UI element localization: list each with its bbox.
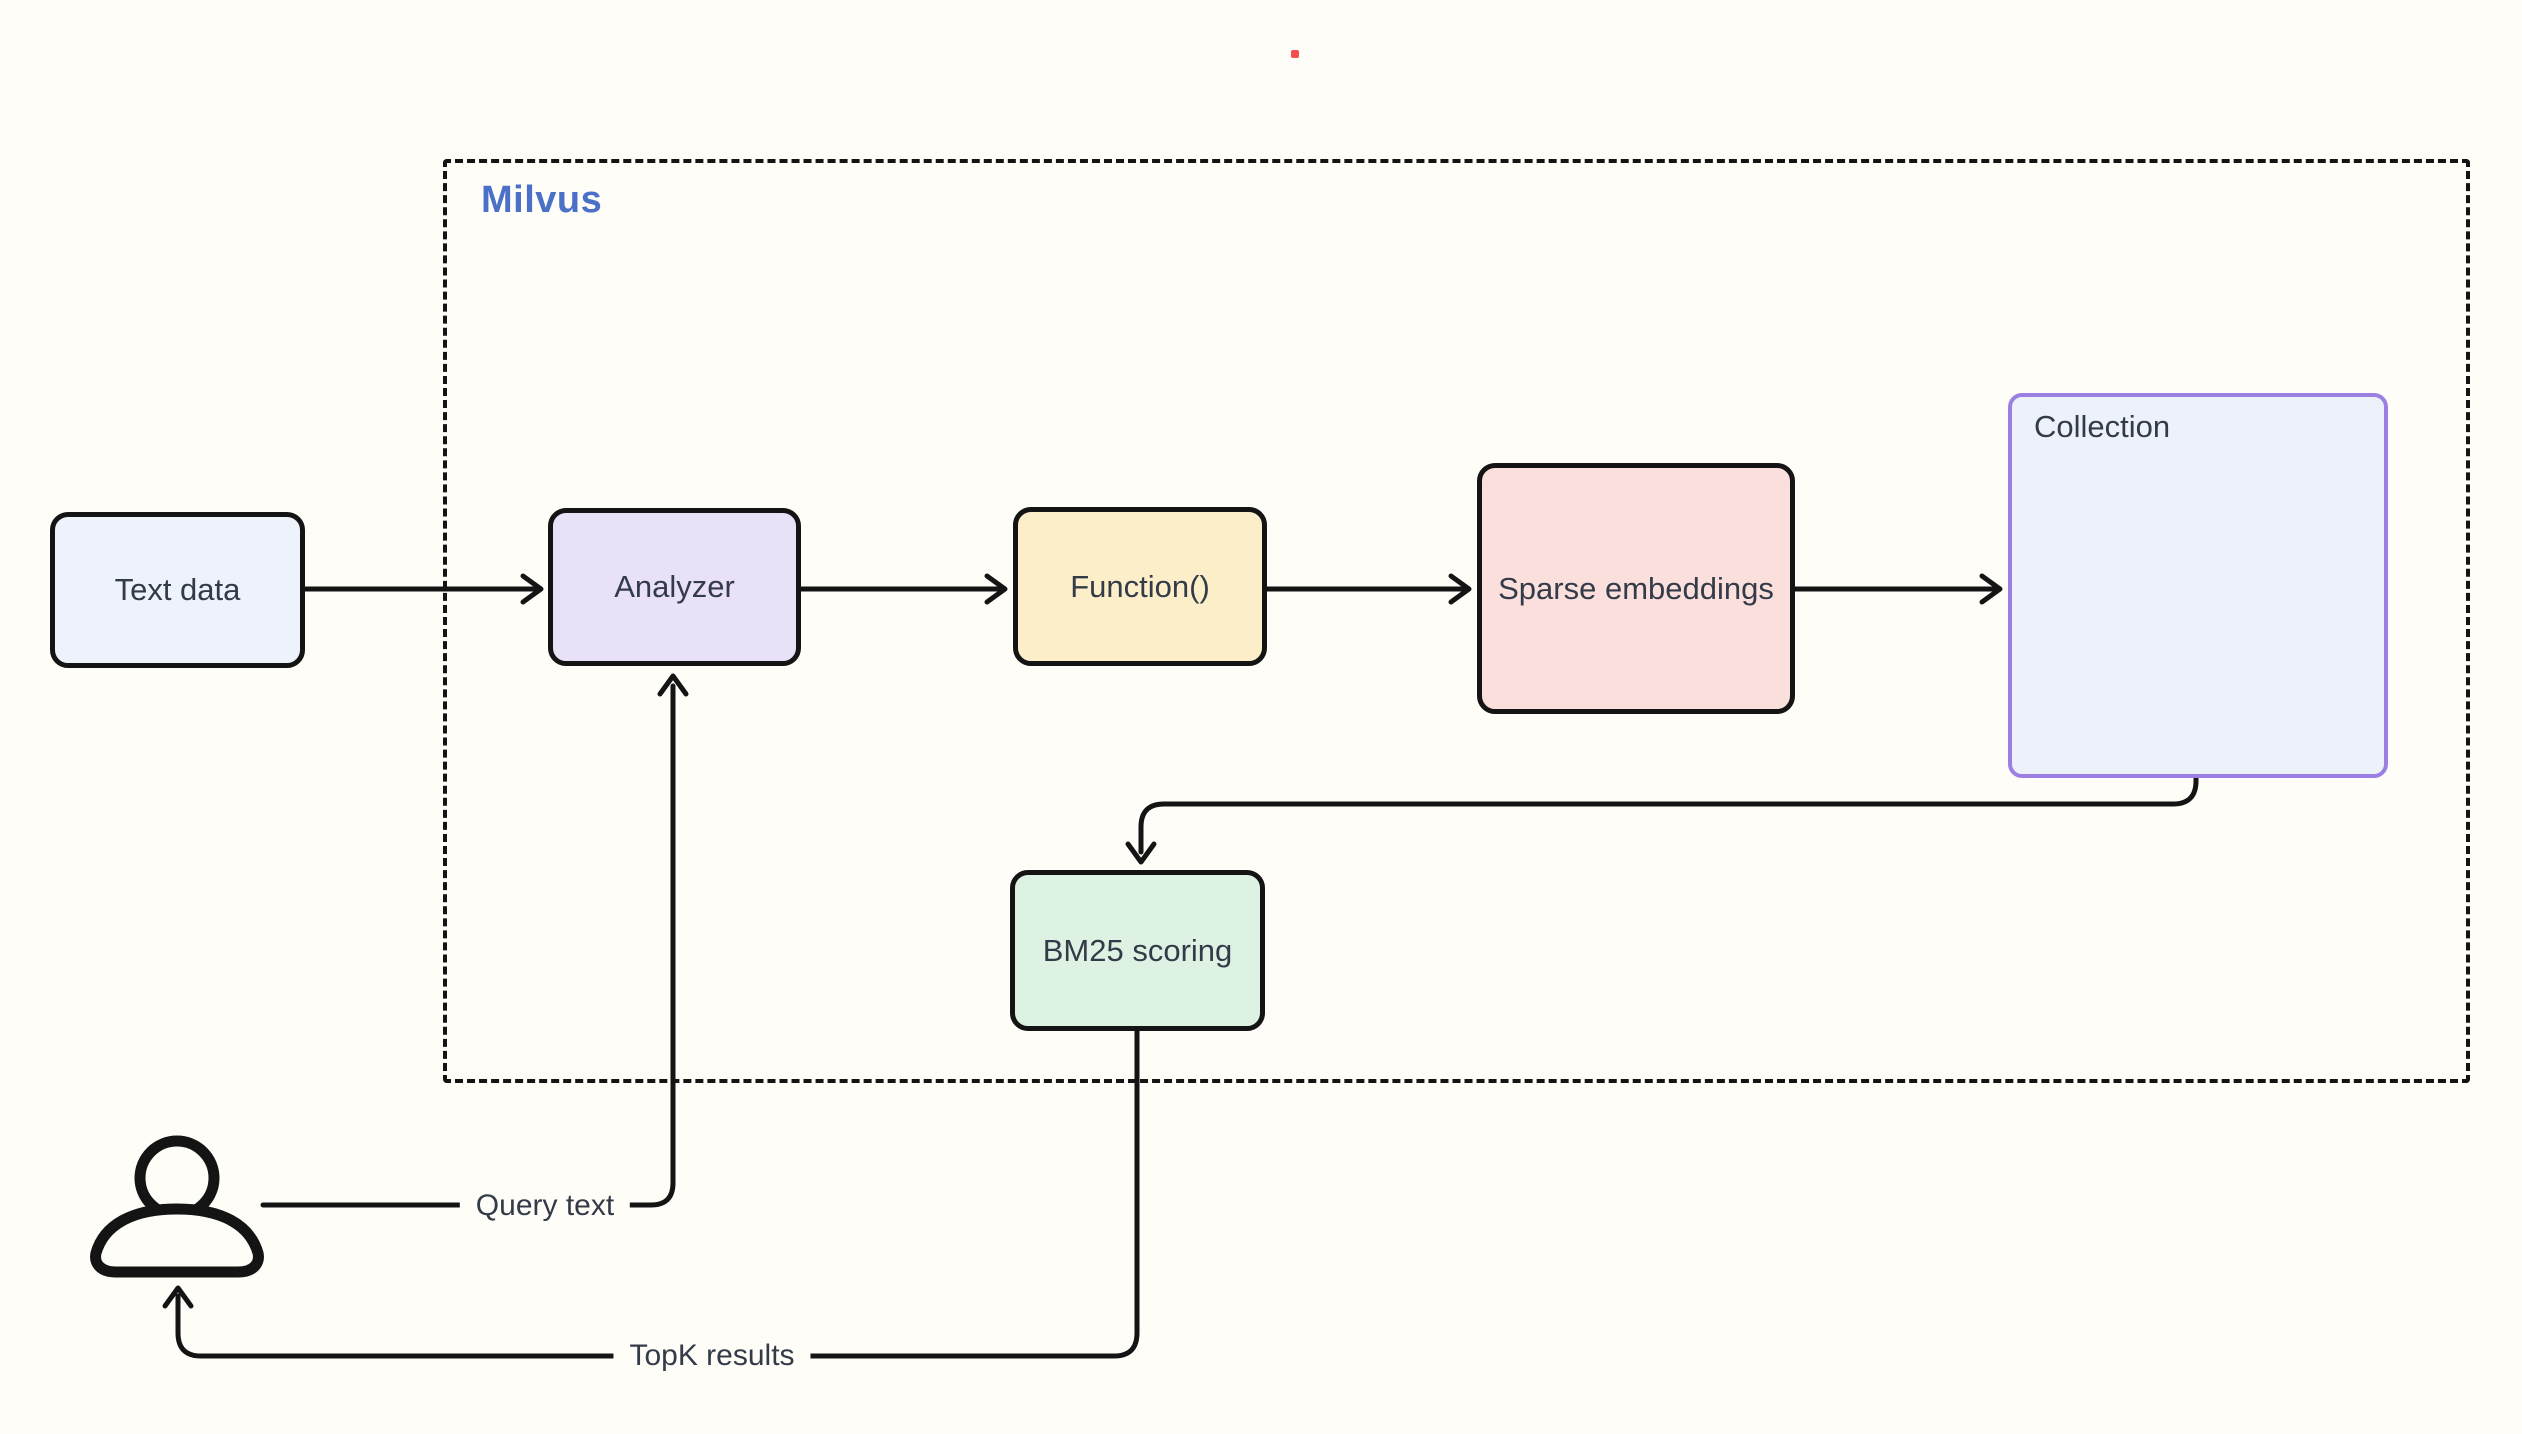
arrowhead-textdata-analyzer-icon — [520, 573, 544, 605]
arrow-bm25-to-user — [175, 1028, 1140, 1359]
node-sparse-embeddings: Sparse embeddings — [1477, 463, 1795, 714]
node-collection-label: Collection — [2034, 409, 2171, 444]
node-bm25-scoring-label: BM25 scoring — [1042, 932, 1233, 968]
connector-group — [162, 573, 2199, 1359]
edge-label-topk-results: TopK results — [613, 1337, 811, 1375]
milvus-group-label: Milvus — [481, 179, 603, 221]
node-analyzer: Analyzer — [548, 508, 801, 666]
person-icon — [90, 1135, 264, 1278]
node-analyzer-label: Analyzer — [614, 569, 735, 604]
arrowhead-analyzer-function-icon — [984, 573, 1008, 605]
node-function-label: Function() — [1070, 568, 1210, 604]
node-text-data-label: Text data — [114, 572, 241, 607]
arrow-collection-bm25 — [1138, 744, 2199, 855]
node-text-data: Text data — [50, 512, 305, 668]
node-bm25-scoring: BM25 scoring — [1010, 870, 1265, 1031]
arrowhead-query-analyzer-icon — [657, 673, 689, 697]
arrowhead-bm25-user-icon — [162, 1285, 194, 1309]
red-dot-marker — [1291, 50, 1299, 58]
node-collection: Collection — [2008, 393, 2388, 778]
milvus-group-box: Milvus — [443, 159, 2470, 1083]
arrow-query-to-analyzer — [260, 683, 676, 1208]
arrowhead-sparse-collection-icon — [1979, 573, 2003, 605]
person-shoulders — [90, 1203, 264, 1278]
arrowhead-function-sparse-icon — [1448, 573, 1472, 605]
edge-label-query-text: Query text — [459, 1187, 631, 1225]
node-sparse-embeddings-label: Sparse embeddings — [1498, 570, 1774, 606]
arrowhead-collection-bm25-icon — [1125, 841, 1157, 865]
node-function: Function() — [1013, 507, 1267, 666]
